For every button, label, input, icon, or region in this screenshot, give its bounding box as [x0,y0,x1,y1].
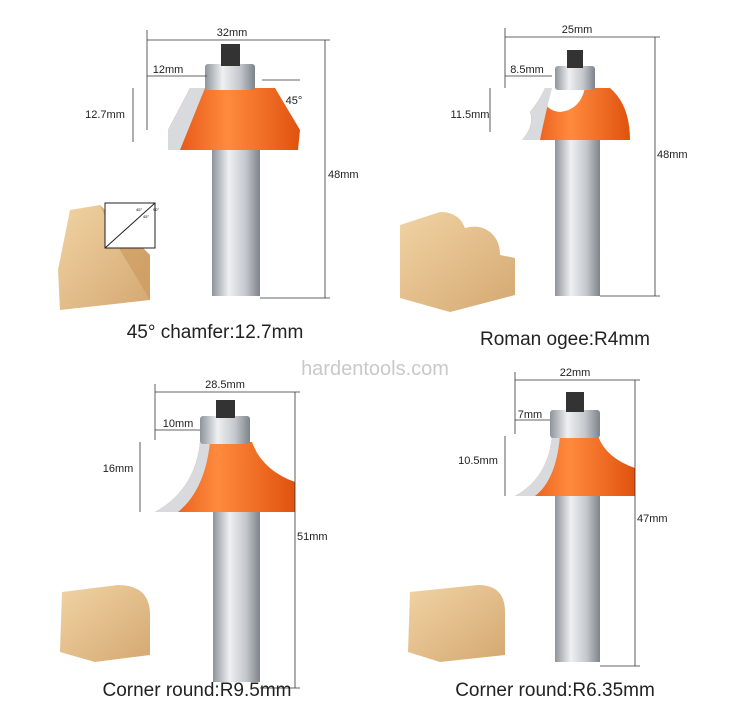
shank [213,510,260,682]
width-label: 28.5mm [205,379,245,391]
bearing-label: 10mm [163,418,194,430]
bearing [550,410,600,438]
svg-text:45°: 45° [143,214,149,219]
cutter-body [168,88,300,150]
wood-sample [60,585,150,662]
bearing-label: 7mm [518,409,542,421]
bearing [555,66,595,90]
svg-text:45°: 45° [136,207,142,212]
caption: Roman ogee:R4mm [480,329,650,350]
carbide-blade [168,88,205,150]
bearing-nut [216,400,235,418]
caption: Corner round:R9.5mm [102,680,291,701]
total-height-label: 47mm [637,513,668,525]
width-label: 22mm [560,367,591,379]
shank [555,138,600,296]
bit-corner-round-large: 28.5mm 10mm 16mm 51mm Corner round:R9.5m… [60,379,328,701]
shank [212,148,260,296]
wood-sample [400,212,515,312]
bit-chamfer: 32mm 12mm 12.7mm 45° 48mm 45° 90° 45° 45… [58,27,359,343]
cut-height-label: 11.5mm [451,109,490,121]
cut-height-label: 12.7mm [85,109,125,121]
caption: Corner round:R6.35mm [455,680,655,701]
caption: 45° chamfer:12.7mm [127,322,304,343]
angle-inset: 45° 90° 45° [104,202,159,249]
bearing-nut [221,44,240,66]
shank [555,492,600,662]
angle-label: 45° [286,95,303,107]
cut-height-label: 10.5mm [458,455,498,467]
total-height-label: 48mm [657,149,688,161]
total-height-label: 51mm [297,531,328,543]
total-height-label: 48mm [328,169,359,181]
bearing-nut [567,50,583,68]
bearing [200,416,250,444]
carbide-blade [155,442,210,512]
cut-height-label: 16mm [103,463,134,475]
bearing-label: 12mm [153,64,184,76]
watermark: hardentools.com [301,358,449,380]
carbide-blade [522,88,552,140]
wood-sample [408,585,505,662]
width-label: 32mm [217,27,248,39]
bearing-label: 8.5mm [510,64,544,76]
bit-corner-round-small: 22mm 7mm 10.5mm 47mm Corner round:R6.35m… [408,367,668,701]
svg-text:90°: 90° [153,207,159,212]
carbide-blade [515,436,560,496]
bearing-nut [566,392,584,412]
bearing [205,64,255,90]
cutter-body [522,88,630,140]
width-label: 25mm [562,24,593,36]
bit-roman-ogee: 25mm 8.5mm 11.5mm 48mm Roman ogee:R4mm [400,24,688,350]
